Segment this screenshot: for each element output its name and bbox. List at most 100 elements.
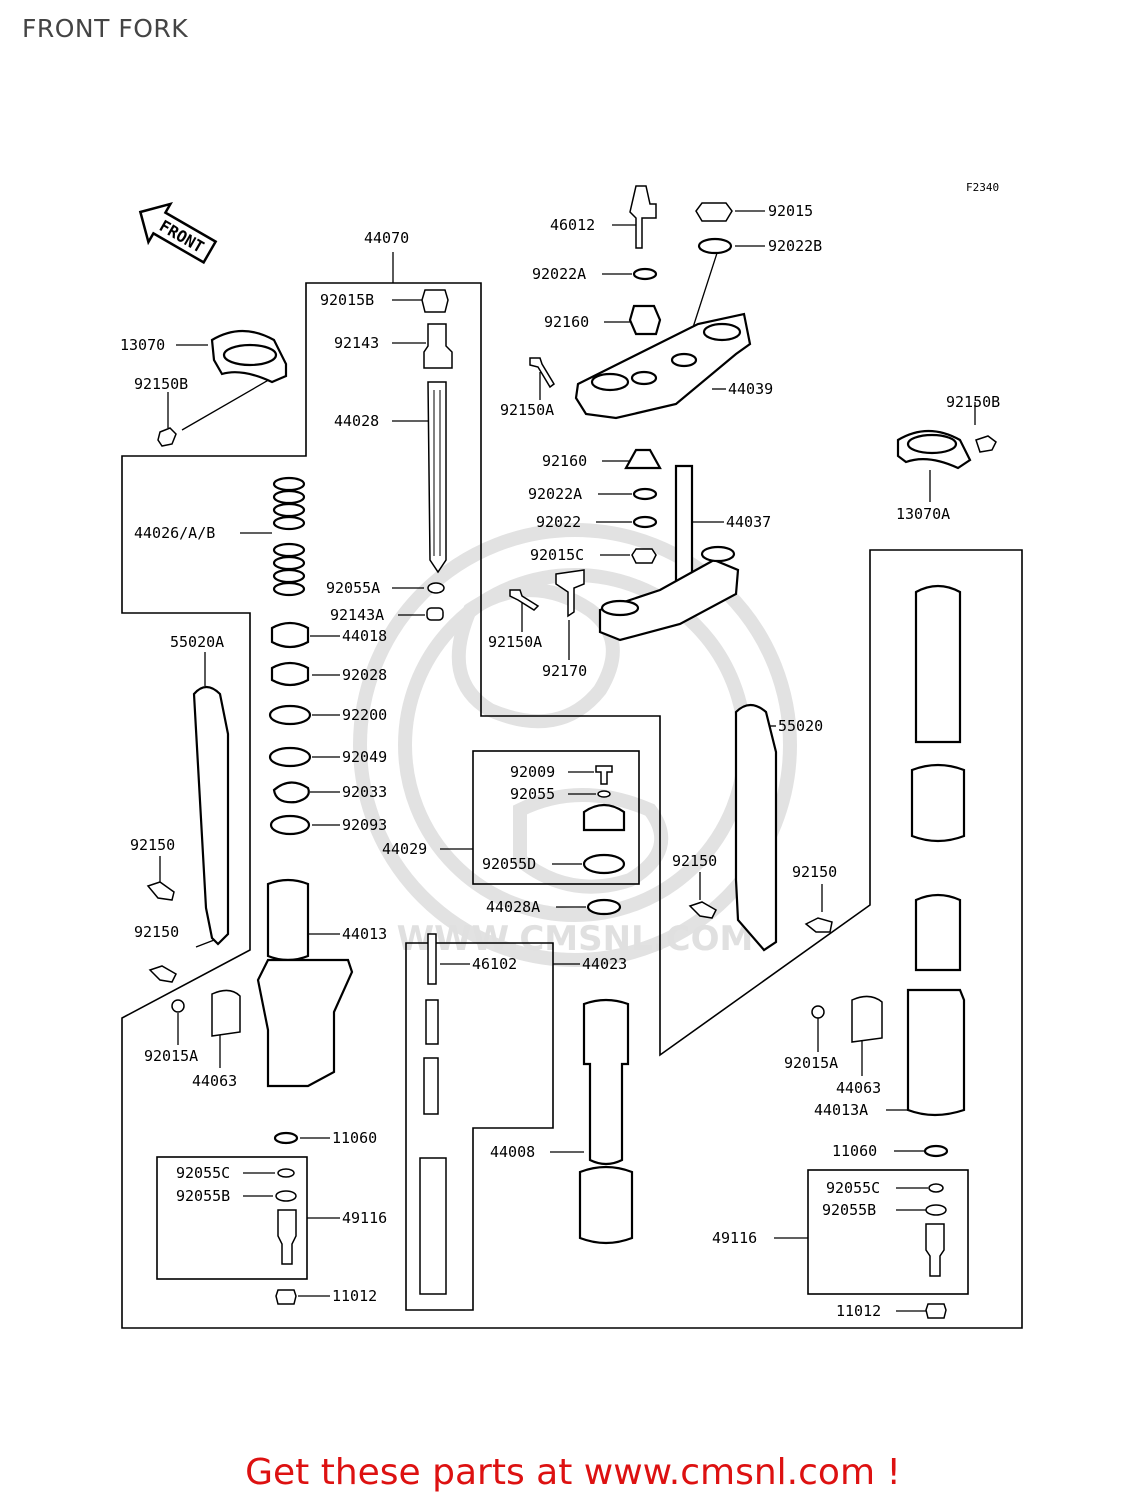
rod-kit-box xyxy=(405,942,554,1311)
part-label: 92055C xyxy=(826,1179,880,1197)
part-44026-spring xyxy=(272,476,306,597)
part-label: 55020A xyxy=(170,633,224,651)
part-label: 92150A xyxy=(500,401,554,419)
part-label: 46102 xyxy=(472,955,517,973)
front-fork-exploded-diagram: WWW.CMSNL.COM FRONT F2340 xyxy=(120,181,1023,1329)
part-55020a-guard xyxy=(192,685,230,946)
cap-kit-box xyxy=(472,750,640,885)
part-92028-bushing xyxy=(270,661,310,687)
part-label: 92055D xyxy=(482,855,536,873)
part-label: 92150 xyxy=(134,923,179,941)
part-11012-nut-right xyxy=(925,1303,947,1319)
part-label: 44037 xyxy=(726,513,771,531)
part-13070-clamp xyxy=(210,330,288,384)
figure-code: F2340 xyxy=(966,181,999,194)
part-label: 92150B xyxy=(134,375,188,393)
part-label: 92055A xyxy=(326,579,380,597)
part-92150a-bolt xyxy=(529,357,555,389)
part-label: 92055B xyxy=(822,1201,876,1219)
part-label: 44018 xyxy=(342,627,387,645)
part-13070a-clamp xyxy=(896,430,972,470)
part-label: 44029 xyxy=(382,840,427,858)
part-right-upper-tube xyxy=(914,584,962,744)
part-label: 92055 xyxy=(510,785,555,803)
part-49116-valve-right xyxy=(925,1223,945,1277)
part-label: 13070A xyxy=(896,505,950,523)
part-label: 92055B xyxy=(176,1187,230,1205)
part-44018-bushing xyxy=(270,621,310,649)
part-label: 92022A xyxy=(532,265,586,283)
part-left-fork-leg xyxy=(256,958,354,1088)
part-44028-cylinder xyxy=(427,381,447,574)
part-44029-cap xyxy=(582,803,626,832)
part-44028a-washer xyxy=(586,898,622,916)
part-92143-collar xyxy=(423,323,453,369)
part-92160-damper-2 xyxy=(624,448,662,470)
part-44023-cylinder xyxy=(419,1157,447,1295)
part-label: 92200 xyxy=(342,706,387,724)
part-44013a-outer xyxy=(906,988,966,1117)
part-46012-stay xyxy=(629,185,657,249)
part-46102-rod xyxy=(427,933,437,985)
part-label: 92150 xyxy=(672,852,717,870)
part-label: 92022A xyxy=(528,485,582,503)
part-label: 92143 xyxy=(334,334,379,352)
part-labels: 44070 92015B 92143 44028 44026/A/B 92055… xyxy=(120,202,1000,1320)
part-44039-upper-bracket xyxy=(574,312,752,420)
part-label: 55020 xyxy=(778,717,823,735)
part-label: 92055C xyxy=(176,1164,230,1182)
main-outline-box xyxy=(121,282,1023,1329)
part-label: 44013 xyxy=(342,925,387,943)
part-label: 92015C xyxy=(530,546,584,564)
part-label: 92015A xyxy=(784,1054,838,1072)
page-title: FRONT FORK xyxy=(22,14,189,43)
part-label: 92150 xyxy=(130,836,175,854)
part-label: 92150B xyxy=(946,393,1000,411)
part-label: 92022 xyxy=(536,513,581,531)
part-label: 46012 xyxy=(550,216,595,234)
part-label: 49116 xyxy=(342,1209,387,1227)
part-92033-circlip xyxy=(272,781,310,804)
part-label: 92033 xyxy=(342,783,387,801)
part-label: 44026/A/B xyxy=(134,524,215,542)
part-label: 11012 xyxy=(836,1302,881,1320)
valve-kit-box-right xyxy=(807,1169,969,1295)
part-label: 92143A xyxy=(330,606,384,624)
part-label: 13070 xyxy=(120,336,165,354)
part-label: 44028A xyxy=(486,898,540,916)
part-label: 44063 xyxy=(192,1072,237,1090)
part-label: 92015 xyxy=(768,202,813,220)
part-11012-nut-left xyxy=(275,1289,297,1305)
part-49116-valve-left xyxy=(277,1209,297,1265)
part-label: 92049 xyxy=(342,748,387,766)
part-44008-inner-tube xyxy=(582,998,630,1166)
part-label: 92170 xyxy=(542,662,587,680)
part-label: 92160 xyxy=(544,313,589,331)
front-arrow-icon: FRONT xyxy=(138,201,218,265)
part-label: 44023 xyxy=(582,955,627,973)
part-label: 92150 xyxy=(792,863,837,881)
part-label: 44013A xyxy=(814,1101,868,1119)
part-92200-washer xyxy=(268,704,312,726)
part-92015-nut xyxy=(695,202,733,222)
part-label: 92015B xyxy=(320,291,374,309)
part-label: 11060 xyxy=(832,1142,877,1160)
part-label: 92160 xyxy=(542,452,587,470)
part-label: 92009 xyxy=(510,763,555,781)
part-label: 44070 xyxy=(364,229,409,247)
part-label: 92022B xyxy=(768,237,822,255)
parts xyxy=(146,185,997,1319)
part-92160-damper xyxy=(628,304,662,336)
part-92022a-washer xyxy=(632,267,658,281)
part-label: 44008 xyxy=(490,1143,535,1161)
part-92150b-bolt xyxy=(157,427,177,447)
part-44013-outer-tube xyxy=(266,878,310,962)
part-label: 92015A xyxy=(144,1047,198,1065)
part-label: 11060 xyxy=(332,1129,377,1147)
part-label: 44063 xyxy=(836,1079,881,1097)
promo-link-text[interactable]: Get these parts at www.cmsnl.com ! xyxy=(245,1452,901,1493)
part-label: 11012 xyxy=(332,1287,377,1305)
part-92170-clamp xyxy=(555,569,585,618)
part-11060-gasket xyxy=(273,1131,299,1145)
part-55020-guard xyxy=(734,703,778,952)
